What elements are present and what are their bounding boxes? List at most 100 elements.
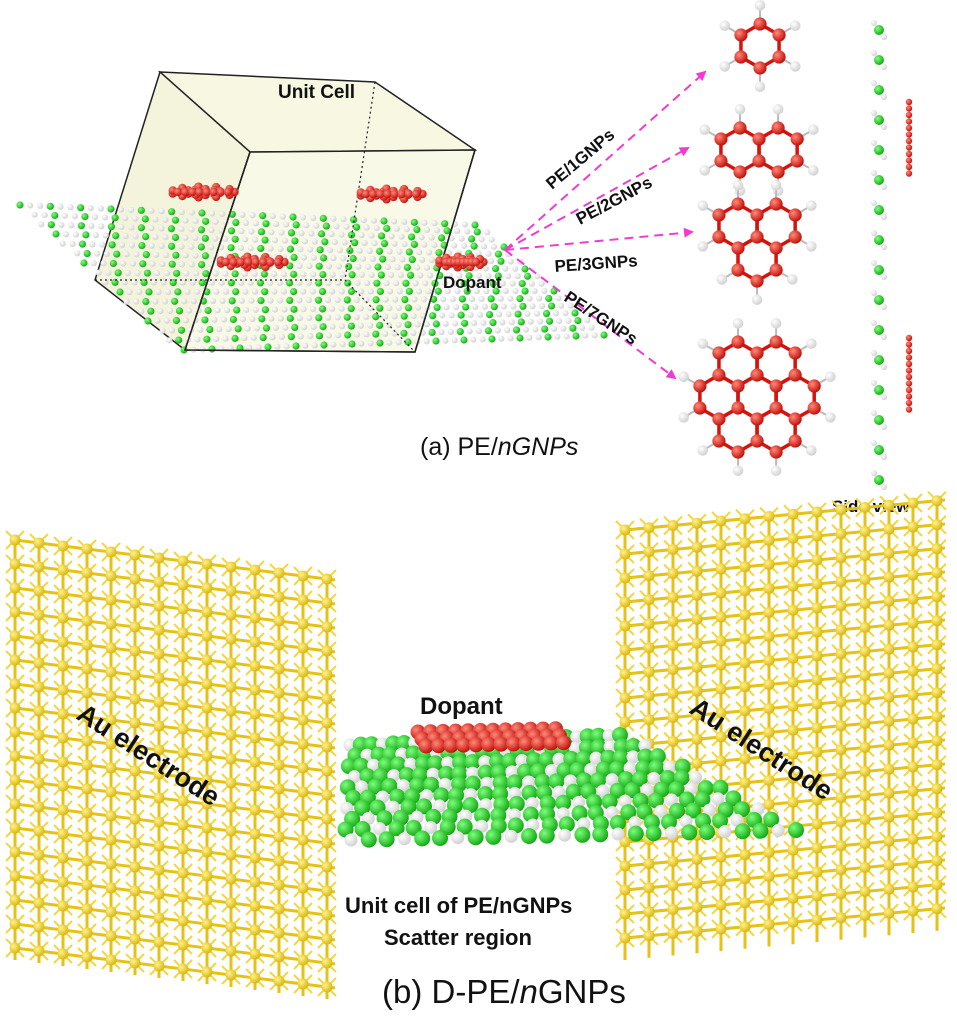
gold-atom [273,927,285,939]
gold-atom [33,897,45,909]
gold-atom [931,495,943,507]
gold-atom [177,555,189,567]
hydrogen-atom [209,210,216,217]
hydrogen-atom [98,223,105,230]
hydrogen-atom [871,80,877,86]
gold-atom [811,842,823,854]
hydrogen-atom [310,254,317,261]
hydrogen-atom [699,124,711,135]
gold-atom [787,652,799,664]
hydrogen-atom [552,752,566,766]
au-electrode-right [615,491,947,960]
hydrogen-atom [538,302,546,310]
hydrogen-atom [484,229,491,236]
dopant-side-atom [905,118,913,125]
carbon-atom [538,827,555,844]
hydrogen-atom [335,263,342,270]
carbon-atom [874,445,884,455]
gold-atom [859,814,871,825]
carbon-atom [373,279,381,287]
carbon-atom [544,333,552,341]
carbon-atom [147,307,155,315]
hydrogen-atom [424,820,438,834]
hydrogen-atom [158,208,165,215]
hydrogen-atom [871,350,877,356]
gold-atom [105,906,117,918]
carbon-atom [407,271,415,279]
hydrogen-atom [158,242,165,250]
carbon-atom [405,287,413,295]
gold-atom [739,921,751,933]
gold-atom [667,856,679,867]
gold-atom [273,879,285,891]
carbon-atom [712,368,726,382]
hydrogen-atom [165,288,172,295]
gold-atom [787,508,799,520]
hydrogen-atom [124,269,132,277]
hydrogen-atom [410,329,417,337]
hydrogen-atom [432,799,446,813]
gold-atom [153,912,165,924]
hydrogen-atom [480,319,487,326]
carbon-atom [750,230,764,244]
hydrogen-atom [697,200,709,211]
hydrogen-atom [451,242,458,249]
carbon-atom [763,811,780,828]
hydrogen-atom [182,252,189,259]
gold-atom [643,594,655,606]
hydrogen-atom [224,307,231,314]
hydrogen-atom [338,288,345,295]
hydrogen-atom [363,313,370,321]
hydrogen-atom [325,279,332,287]
hydrogen-atom [152,216,159,223]
gold-atom [811,674,823,686]
hydrogen-atom [596,784,610,798]
gold-atom [907,905,919,917]
hydrogen-atom [502,288,509,295]
dopant-side-atom [905,163,913,171]
dopant-atom [244,257,253,267]
hydrogen-atom [466,328,473,335]
carbon-atom [408,256,416,264]
gold-atom [9,534,21,546]
hydrogen-atom [480,280,487,287]
hydrogen-atom [433,227,441,234]
hydrogen-atom [283,221,290,228]
gold-atom [667,664,679,675]
carbon-atom [376,304,384,312]
gold-atom [105,594,117,606]
hydrogen-atom [871,320,877,326]
hydrogen-atom [871,380,877,386]
gold-atom [811,650,823,662]
gold-atom [883,811,895,823]
carbon-atom [464,754,481,771]
carbon-atom [645,825,662,842]
hydrogen-atom [244,325,251,332]
gold-atom [81,567,93,579]
hydrogen-atom [881,124,887,130]
carbon-atom [315,332,324,340]
gold-atom [715,563,727,575]
gold-atom [33,585,45,597]
carbon-atom [197,226,206,234]
carbon-atom [319,323,327,331]
hydrogen-atom [396,288,403,295]
gold-atom [739,633,751,645]
hydrogen-atom [283,343,290,350]
carbon-atom [462,303,470,311]
gold-atom [859,766,871,777]
gold-atom [9,678,21,690]
arrow-label-7gnps: PE/7GNPs [561,287,641,348]
gold-atom [153,624,165,636]
gold-atom [297,642,309,654]
gold-atom [177,939,189,951]
hydrogen-atom [448,235,455,242]
carbon-atom [609,782,626,799]
carbon-atom [292,342,300,350]
arrow-label-3gnps: PE/3GNPs [554,251,638,276]
gold-atom [835,600,847,612]
carbon-atom [349,254,357,263]
hydrogen-atom [163,270,171,277]
hydrogen-atom [534,273,541,280]
carbon-atom [517,318,525,326]
